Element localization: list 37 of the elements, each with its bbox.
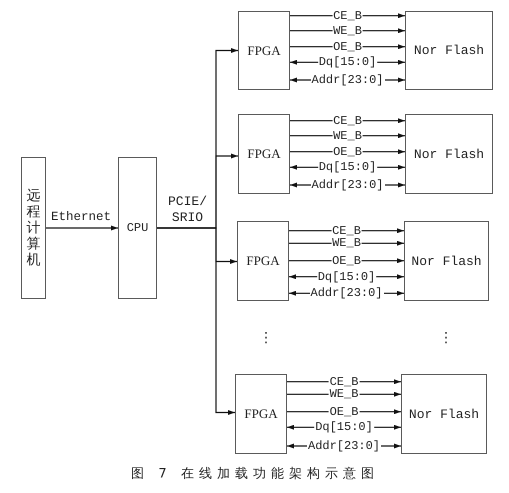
process-box: Nor Flash: [405, 114, 493, 194]
edge-label: Addr[23:0]: [307, 440, 381, 452]
process-box: Nor Flash: [405, 11, 493, 90]
edge-label: Addr[23:0]: [310, 179, 384, 191]
edge-label: Dq[15:0]: [318, 161, 378, 174]
edge-label: Addr[23:0]: [310, 287, 384, 300]
edge-label: PCIE/ SRIO: [166, 194, 208, 226]
process-box: FPGA: [238, 11, 290, 90]
edge-label: OE_B: [332, 146, 363, 158]
process-box: Nor Flash: [404, 221, 489, 301]
arrow: [157, 227, 235, 415]
edge-label: Addr[23:0]: [310, 74, 384, 86]
edge-label: Ethernet: [50, 210, 112, 224]
edge-label: Dq[15:0]: [314, 421, 374, 434]
edge-label: OE_B: [332, 40, 363, 53]
ellipsis: ⋮: [259, 331, 273, 345]
process-box: FPGA: [238, 114, 290, 194]
edge-label: WE_B: [332, 130, 363, 142]
process-box: 远程计算机: [21, 157, 46, 299]
edge-label: WE_B: [332, 24, 363, 37]
process-box: CPU: [118, 157, 157, 299]
edge-label: Dq[15:0]: [316, 270, 376, 283]
edge-label: OE_B: [328, 406, 360, 418]
edge-label: OE_B: [331, 254, 362, 267]
process-box: Nor Flash: [401, 374, 487, 454]
process-box: FPGA: [235, 374, 287, 454]
edge-label: CE_B: [332, 10, 363, 22]
caption: 图 7 在线加载功能架构示意图: [131, 466, 379, 482]
edge-label: CE_B: [331, 224, 362, 237]
edge-label: WE_B: [328, 388, 360, 400]
edge-label: WE_B: [331, 237, 362, 250]
edge-label: CE_B: [332, 114, 363, 127]
edge-label: CE_B: [328, 376, 360, 388]
process-box: FPGA: [237, 221, 289, 301]
edge-label: Dq[15:0]: [318, 56, 378, 68]
arrow: [46, 226, 118, 230]
ellipsis: ⋮: [439, 331, 453, 345]
